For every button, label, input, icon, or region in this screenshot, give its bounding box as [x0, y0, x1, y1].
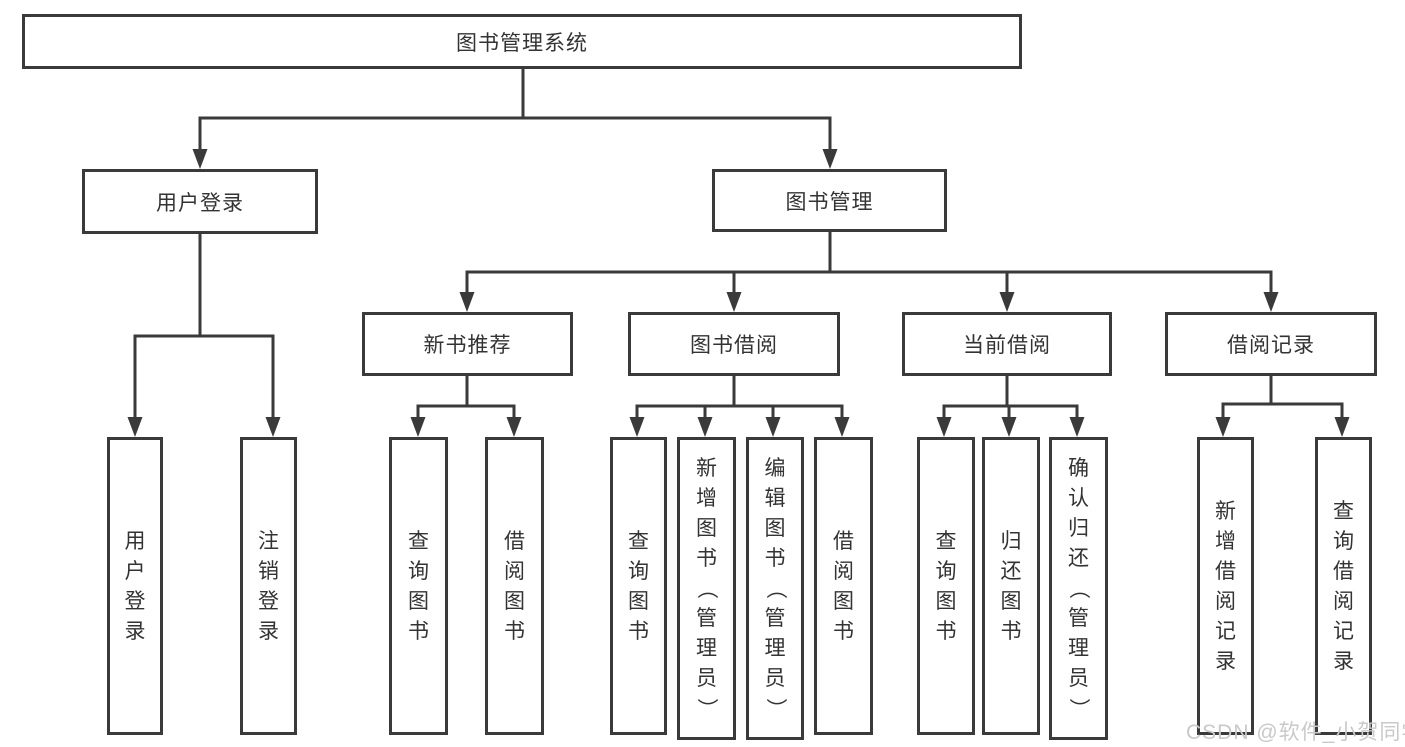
- node-leaf-logout: 注销登录: [240, 437, 297, 735]
- node-leaf-borrow-books: 借阅图书: [814, 437, 873, 735]
- node-label: 图书管理系统: [456, 31, 588, 55]
- node-library-system: 图书管理系统: [22, 14, 1022, 69]
- node-book-management: 图书管理: [712, 169, 947, 232]
- node-label: 新书推荐: [423, 334, 512, 357]
- node-leaf-add-book-admin: 新增图书（管理员）: [677, 437, 736, 740]
- node-label: 借阅记录: [1227, 334, 1315, 357]
- node-leaf-query-books-borrow: 查询图书: [610, 437, 667, 735]
- node-book-borrow: 图书借阅: [628, 312, 840, 376]
- node-label: 用户登录: [156, 191, 244, 215]
- node-leaf-add-borrow-record: 新增借阅记录: [1197, 437, 1254, 735]
- csdn-watermark: CSDN @软件_小贺同学: [1186, 721, 1405, 744]
- node-label: 图书管理: [785, 190, 874, 214]
- node-leaf-confirm-return-admin: 确认归还（管理员）: [1049, 437, 1108, 740]
- node-current-borrow: 当前借阅: [902, 312, 1112, 376]
- node-leaf-user-login: 用户登录: [107, 437, 163, 735]
- node-leaf-edit-book-admin: 编辑图书（管理员）: [746, 437, 804, 740]
- node-leaf-return-books: 归还图书: [982, 437, 1040, 735]
- node-leaf-query-books-recommend: 查询图书: [389, 437, 448, 735]
- node-label: 当前借阅: [963, 334, 1051, 357]
- node-new-book-recommend: 新书推荐: [362, 312, 573, 376]
- node-borrow-records: 借阅记录: [1165, 312, 1377, 376]
- node-leaf-query-books-current: 查询图书: [917, 437, 975, 735]
- node-leaf-query-borrow-record: 查询借阅记录: [1315, 437, 1372, 735]
- node-user-login: 用户登录: [82, 169, 318, 234]
- node-label: 图书借阅: [690, 334, 778, 357]
- node-leaf-borrow-books-recommend: 借阅图书: [485, 437, 544, 735]
